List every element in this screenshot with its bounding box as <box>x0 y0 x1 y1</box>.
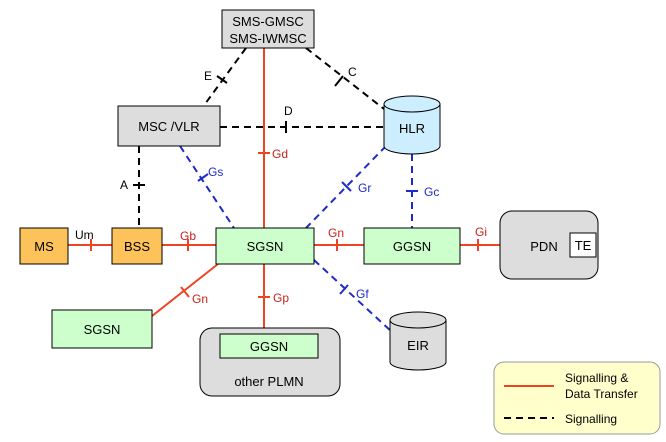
interface-label-gb: Gb <box>180 229 196 243</box>
legend: Signalling & Data Transfer Signalling <box>493 361 661 435</box>
pdn-node: PDN TE <box>499 210 599 280</box>
sgsn-other-node: SGSN <box>51 309 153 349</box>
tick-c <box>334 75 344 87</box>
hlr-label: HLR <box>399 121 425 136</box>
interface-label-e: E <box>204 69 212 83</box>
interface-label-gc: Gc <box>424 185 439 199</box>
line-c <box>305 47 394 117</box>
interface-ticks <box>90 75 479 298</box>
line-gf <box>313 259 393 333</box>
interface-label-gd: Gd <box>272 147 288 161</box>
other-plmn-label: other PLMN <box>234 374 303 389</box>
te-label: TE <box>575 238 592 253</box>
hlr-node: HLR <box>383 95 441 155</box>
interface-label-gr: Gr <box>358 181 371 195</box>
legend-dashed-label: Signalling <box>565 412 617 426</box>
ggsn-other-label: GGSN <box>250 339 288 354</box>
msc-vlr-label: MSC /VLR <box>138 119 199 134</box>
ggsn-main-label: GGSN <box>393 239 431 254</box>
sms-iwmsc-label: SMS-IWMSC <box>229 31 306 46</box>
bss-node: BSS <box>111 227 163 265</box>
interface-label-a: A <box>120 178 128 192</box>
sms-gmsc-label: SMS-GMSC <box>232 14 304 29</box>
interface-labels: E C D A Um Gd Gb Gn Gi Gn Gp Gs Gr Gc Gf <box>75 65 487 306</box>
msc-vlr-node: MSC /VLR <box>117 105 221 147</box>
eir-node: EIR <box>389 311 447 371</box>
sms-gmsc-node: SMS-GMSC SMS-IWMSC <box>221 9 315 49</box>
tick-gn-other <box>180 286 190 298</box>
sgsn-main-node: SGSN <box>215 227 315 265</box>
bss-label: BSS <box>124 239 150 254</box>
ms-label: MS <box>34 239 54 254</box>
interface-label-gf: Gf <box>356 287 369 301</box>
tick-gr <box>341 181 352 192</box>
interface-label-d: D <box>284 104 293 118</box>
other-plmn-node: GGSN other PLMN <box>199 327 341 397</box>
interface-label-gi: Gi <box>475 225 487 239</box>
interface-label-gs: Gs <box>208 165 223 179</box>
tick-e <box>216 75 228 84</box>
legend-box <box>493 361 661 435</box>
interface-label-gn-main: Gn <box>328 226 344 240</box>
tick-gf <box>339 284 349 295</box>
legend-solid-label-2: Data Transfer <box>565 387 638 401</box>
line-gn-other <box>151 263 219 317</box>
sgsn-main-label: SGSN <box>247 239 284 254</box>
tick-gs <box>197 173 209 182</box>
ggsn-other-box <box>219 333 319 359</box>
eir-label: EIR <box>407 338 429 353</box>
line-gs <box>179 145 235 229</box>
ms-node: MS <box>19 227 69 265</box>
pdn-label: PDN <box>530 239 557 254</box>
interface-label-gp: Gp <box>273 291 289 305</box>
sgsn-other-label: SGSN <box>84 322 121 337</box>
interface-label-um: Um <box>75 228 94 242</box>
ggsn-main-node: GGSN <box>363 227 461 265</box>
te-box <box>569 232 597 258</box>
legend-solid-label-1: Signalling & <box>565 371 628 385</box>
interface-label-c: C <box>348 65 357 79</box>
interface-label-gn-other: Gn <box>192 292 208 306</box>
